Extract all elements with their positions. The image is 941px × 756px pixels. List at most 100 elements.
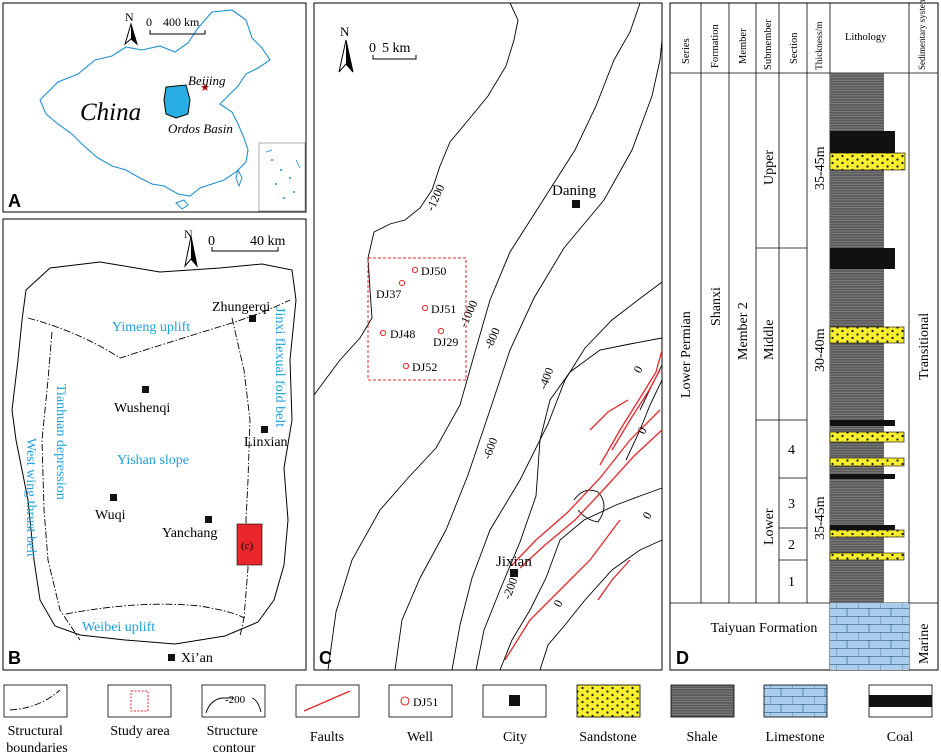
city-icon bbox=[142, 386, 149, 393]
north-arrow-b: N bbox=[184, 227, 198, 268]
limestone-swatch bbox=[763, 684, 828, 718]
city-icon bbox=[205, 516, 212, 523]
well-icon bbox=[437, 327, 445, 335]
legend-shale: Shale bbox=[686, 730, 717, 745]
header-submember: Submember bbox=[763, 19, 774, 70]
legend-swatch bbox=[3, 684, 68, 718]
legend-sandstone: Sandstone bbox=[579, 730, 637, 745]
well-icon bbox=[400, 696, 410, 706]
city-linxian: Linxian bbox=[244, 435, 288, 450]
panel-b-letter: B bbox=[8, 648, 21, 668]
coal-layer bbox=[830, 248, 895, 269]
submember-upper: Upper bbox=[762, 150, 777, 185]
label-beijing: Beijing bbox=[188, 73, 226, 88]
well-dj29: DJ29 bbox=[433, 335, 458, 349]
city-icon bbox=[572, 200, 580, 208]
panel-d-letter: D bbox=[676, 648, 689, 668]
panel-d: Series Formation Member Submember Sectio… bbox=[669, 0, 939, 671]
section-1: 1 bbox=[788, 575, 795, 590]
unit-yishan-slope: Yishan slope bbox=[117, 453, 189, 468]
submember-middle: Middle bbox=[762, 320, 777, 360]
lithology-column bbox=[829, 73, 909, 670]
north-arrow-a: N bbox=[124, 10, 138, 46]
north-arrow-c: N bbox=[338, 24, 354, 73]
coal-layer bbox=[830, 474, 895, 479]
panel-c-letter: C bbox=[319, 648, 332, 668]
taiwan-island bbox=[235, 168, 243, 188]
scale-b-label: 40 km bbox=[250, 234, 286, 249]
structure-contours bbox=[313, 2, 663, 671]
south-china-sea-islands bbox=[265, 149, 301, 199]
scale-bar-c bbox=[372, 55, 417, 60]
scale-bar-b bbox=[211, 247, 279, 252]
north-label: N bbox=[184, 227, 193, 241]
coal-layer bbox=[830, 420, 895, 426]
unit-jinxi-flexual-fold-belt: Jinxi flexual fold belt bbox=[272, 307, 287, 427]
column-headers: Series Formation Member Submember Sectio… bbox=[681, 0, 927, 70]
panel-c-frame bbox=[313, 2, 663, 671]
series-lower-permian: Lower Permian bbox=[679, 311, 694, 398]
city-icon bbox=[509, 695, 520, 706]
city-icon bbox=[261, 426, 268, 433]
scale-bar-a bbox=[149, 30, 206, 35]
legend-well-value: DJ51 bbox=[413, 695, 438, 709]
legend-faults: Faults bbox=[310, 730, 344, 745]
header-lithology: Lithology bbox=[845, 32, 887, 43]
city-icon bbox=[168, 654, 175, 661]
city-icon bbox=[510, 569, 518, 577]
city-icon bbox=[249, 315, 256, 322]
header-series: Series bbox=[681, 38, 692, 64]
structure-contour-icon bbox=[205, 697, 262, 714]
legend-well: Well bbox=[407, 730, 433, 745]
fault-icon bbox=[303, 690, 351, 712]
legend-city: City bbox=[503, 730, 527, 745]
wells bbox=[379, 266, 445, 370]
unit-west-wing-thrust-belt: West wing thrust belt bbox=[23, 438, 38, 557]
legend-swatch bbox=[388, 684, 453, 718]
legend-contour-line: Structure bbox=[207, 724, 258, 739]
scale-c-zero: 0 bbox=[369, 41, 376, 56]
city-xian: Xi’an bbox=[181, 651, 213, 666]
sandstone-layer bbox=[829, 457, 905, 467]
hainan-island bbox=[175, 199, 189, 210]
north-label: N bbox=[340, 24, 350, 39]
legend-contour-line: contour bbox=[213, 741, 256, 756]
sandstone-layer bbox=[829, 431, 905, 443]
header-formation: Formation bbox=[710, 24, 721, 68]
panel-c: -1200 -1000 -800 -600 -400 -200 0 0 0 0 … bbox=[313, 2, 663, 671]
system-transitional: Transitional bbox=[917, 313, 932, 380]
panel-a-frame bbox=[2, 2, 307, 213]
legend-structural-line: boundaries bbox=[6, 741, 67, 756]
structural-boundary-icon bbox=[9, 689, 61, 711]
well-dj37: DJ37 bbox=[376, 287, 401, 301]
scale-c-label: 5 km bbox=[382, 41, 411, 56]
panel-b: (c) Zhungerqi Wushenqi Linxian Wuqi Yanc… bbox=[2, 218, 307, 671]
panel-a-letter: A bbox=[8, 191, 21, 211]
well-icon bbox=[421, 304, 429, 312]
legend: -200 DJ51 Structural boundaries Study ar… bbox=[3, 684, 933, 756]
well-dj51: DJ51 bbox=[431, 302, 456, 316]
china-outline bbox=[39, 9, 271, 197]
legend-coal: Coal bbox=[887, 730, 914, 745]
legend-swatch bbox=[201, 684, 266, 718]
scale-b-zero: 0 bbox=[208, 234, 215, 249]
legend-contour-value: -200 bbox=[225, 694, 246, 706]
unit-yimeng-uplift: Yimeng uplift bbox=[112, 320, 190, 335]
faults bbox=[504, 349, 663, 661]
well-icon bbox=[379, 329, 387, 337]
limestone-layer bbox=[830, 603, 909, 670]
header-member: Member bbox=[738, 28, 749, 64]
well-dj52: DJ52 bbox=[412, 360, 437, 374]
header-section: Section bbox=[789, 32, 800, 64]
legend-limestone: Limestone bbox=[765, 730, 824, 745]
scale-a-label: 400 km bbox=[163, 15, 200, 29]
panel-b-frame bbox=[2, 218, 307, 671]
legend-structural-line: Structural bbox=[8, 724, 63, 739]
thickness-lower: 35-45m bbox=[813, 496, 828, 540]
legend-structural: Structural boundaries bbox=[6, 724, 67, 756]
sandstone-swatch bbox=[576, 684, 641, 718]
study-area-c bbox=[236, 523, 263, 566]
thickness-middle: 30-40m bbox=[813, 328, 828, 372]
system-marine: Marine bbox=[917, 624, 932, 664]
